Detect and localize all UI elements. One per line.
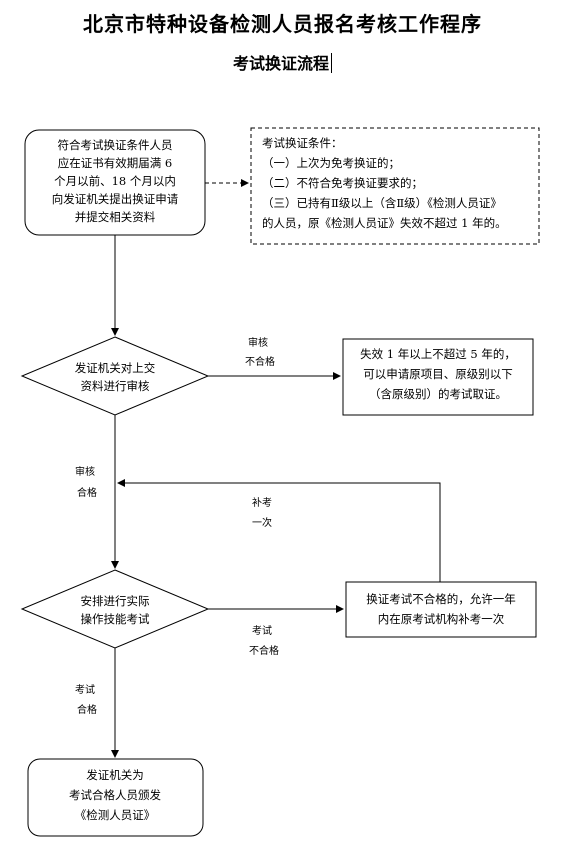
svg-text:《检测人员证》: 《检测人员证》 (75, 808, 156, 822)
svg-text:审核: 审核 (248, 336, 268, 349)
svg-text:操作技能考试: 操作技能考试 (81, 612, 150, 626)
svg-text:一次: 一次 (252, 516, 272, 529)
svg-text:资料进行审核: 资料进行审核 (81, 379, 150, 393)
issue-text: 发证机关为 考试合格人员颁发 《检测人员证》 (69, 768, 161, 822)
svg-text:可以申请原项目、原级别以下: 可以申请原项目、原级别以下 (363, 367, 513, 381)
svg-text:考试换证条件：: 考试换证条件： (262, 136, 343, 150)
svg-text:安排进行实际: 安排进行实际 (81, 594, 150, 608)
svg-text:考试: 考试 (252, 624, 272, 637)
svg-text:失效 1 年以上不超过 5 年的，: 失效 1 年以上不超过 5 年的， (360, 347, 516, 361)
svg-text:发证机关对上交: 发证机关对上交 (75, 361, 156, 375)
svg-text:审核: 审核 (75, 465, 95, 478)
label-review-pass: 审核 合格 (75, 465, 97, 499)
conditions-box (250, 127, 540, 245)
review-text: 发证机关对上交 资料进行审核 (75, 361, 156, 393)
arrow-retake-back (117, 479, 441, 582)
page-title: 北京市特种设备检测人员报名考核工作程序 (83, 12, 482, 36)
issue-box (27, 758, 204, 837)
svg-text:向发证机关提出换证申请: 向发证机关提出换证申请 (52, 192, 179, 206)
svg-text:符合考试换证条件人员: 符合考试换证条件人员 (58, 138, 173, 152)
exam-diamond (20, 569, 210, 649)
svg-text:换证考试不合格的，允许一年: 换证考试不合格的，允许一年 (366, 592, 516, 606)
retake-box (345, 581, 537, 638)
review-diamond (20, 336, 210, 416)
svg-text:的人员，原《检测人员证》失效不超过 1 年的。: 的人员，原《检测人员证》失效不超过 1 年的。 (262, 216, 507, 230)
label-exam-pass: 考试 合格 (75, 683, 97, 716)
svg-text:考试合格人员颁发: 考试合格人员颁发 (69, 788, 161, 802)
svg-text:考试: 考试 (75, 683, 95, 696)
conditions-text: 考试换证条件： （一）上次为免考换证的； （二）不符合免考换证要求的； （三）已… (262, 136, 507, 230)
reexam-text: 失效 1 年以上不超过 5 年的， 可以申请原项目、原级别以下 （含原级别）的考… (360, 347, 516, 401)
label-review-fail: 审核 不合格 (245, 336, 275, 368)
reexam-box (342, 338, 534, 416)
svg-text:内在原考试机构补考一次: 内在原考试机构补考一次 (378, 612, 505, 626)
svg-text:补考: 补考 (252, 496, 272, 509)
label-retake-back: 补考 一次 (252, 496, 272, 529)
page-subtitle: 考试换证流程 (0, 50, 565, 74)
text-cursor (331, 53, 332, 73)
exam-text: 安排进行实际 操作技能考试 (81, 594, 150, 626)
svg-text:合格: 合格 (77, 486, 97, 499)
svg-text:（三）已持有Ⅱ级以上（含Ⅱ级）《检测人员证》: （三）已持有Ⅱ级以上（含Ⅱ级）《检测人员证》 (262, 196, 502, 210)
svg-text:个月以前、18 个月以内: 个月以前、18 个月以内 (54, 174, 176, 188)
svg-text:（二）不符合免考换证要求的；: （二）不符合免考换证要求的； (262, 176, 423, 190)
svg-text:（含原级别）的考试取证。: （含原级别）的考试取证。 (369, 387, 507, 401)
start-text: 符合考试换证条件人员 应在证书有效期届满 6 个月以前、18 个月以内 向发证机… (52, 138, 179, 224)
svg-text:不合格: 不合格 (245, 355, 275, 368)
retake-text: 换证考试不合格的，允许一年 内在原考试机构补考一次 (366, 592, 516, 626)
svg-text:应在证书有效期届满 6: 应在证书有效期届满 6 (58, 156, 172, 170)
label-exam-fail: 考试 不合格 (249, 624, 279, 657)
svg-text:不合格: 不合格 (249, 644, 279, 657)
svg-text:（一）上次为免考换证的；: （一）上次为免考换证的； (262, 156, 400, 170)
svg-text:合格: 合格 (77, 703, 97, 716)
svg-text:并提交相关资料: 并提交相关资料 (75, 210, 156, 224)
svg-text:发证机关为: 发证机关为 (86, 768, 144, 782)
